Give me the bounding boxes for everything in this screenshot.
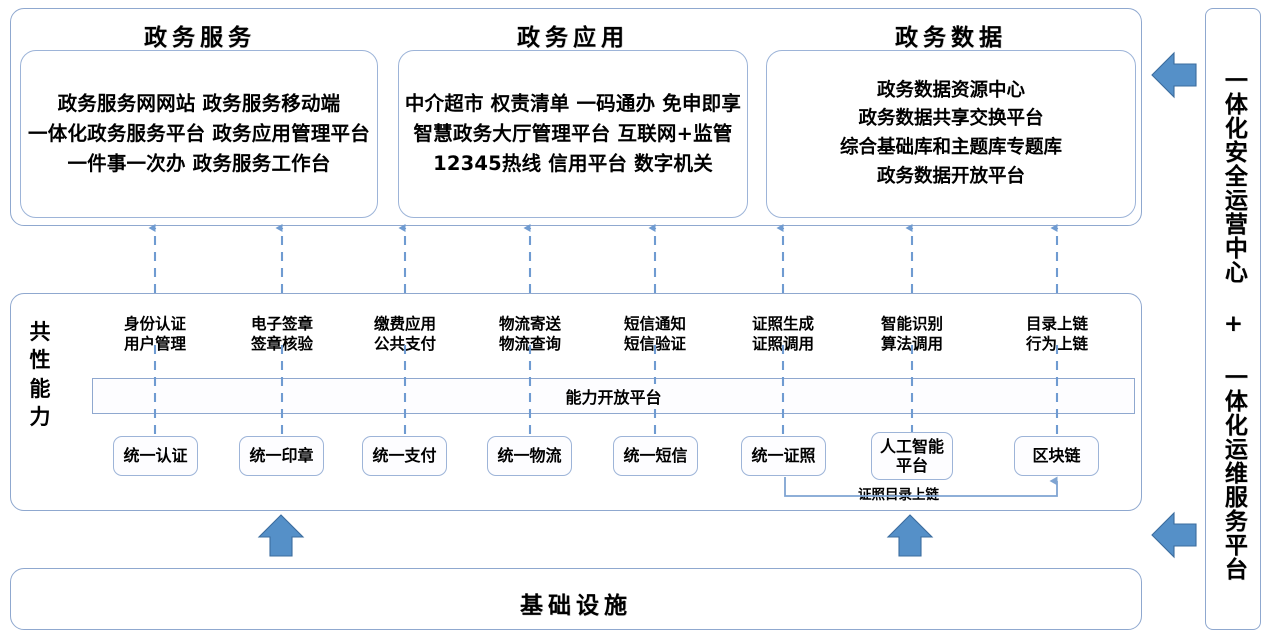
capability-caption-3-line1: 缴费应用: [373, 315, 436, 333]
group-title-service: 政务服务: [144, 25, 256, 51]
panel-application-line-2: 智慧政务大厅管理平台 互联网+监管: [413, 121, 733, 145]
capability-node-3[interactable]: 统一支付: [362, 436, 447, 476]
capability-caption-5: 短信通知 短信验证: [605, 315, 705, 355]
sidebar-container: [1205, 8, 1261, 630]
capability-layer-side-label: 共性能力: [29, 320, 51, 430]
panel-service-line-3: 一件事一次办 政务服务工作台: [67, 152, 331, 176]
capability-caption-8: 目录上链 行为上链: [1007, 315, 1107, 355]
panel-data-content: 政务数据资源中心 政务数据共享交换平台 综合基础库和主题库专题库 政务数据开放平…: [766, 50, 1136, 218]
panel-service-line-1: 政务服务网网站 政务服务移动端: [57, 91, 341, 115]
capability-caption-7: 智能识别 算法调用: [862, 315, 962, 355]
panel-data-line-1: 政务数据资源中心: [876, 79, 1025, 101]
panel-service-line-2: 一体化政务服务平台 政务应用管理平台: [28, 121, 370, 145]
capability-node-1[interactable]: 统一认证: [113, 436, 198, 476]
capability-caption-6-line1: 证照生成: [751, 315, 814, 333]
panel-application-line-3: 12345热线 信用平台 数字机关: [433, 152, 713, 176]
panel-data-line-4: 政务数据开放平台: [876, 165, 1025, 187]
capability-caption-2: 电子签章 签章核验: [232, 315, 332, 355]
capability-node-2[interactable]: 统一印章: [239, 436, 324, 476]
infrastructure-label: 基础设施: [520, 593, 632, 619]
capability-caption-8-line2: 行为上链: [1025, 334, 1088, 353]
capability-caption-5-line2: 短信验证: [623, 334, 686, 353]
capability-caption-1: 身份认证 用户管理: [105, 315, 205, 355]
sidebar-label: 一体化安全运营中心 + 一体化运维服务平台: [1220, 67, 1247, 581]
capability-node-8[interactable]: 区块链: [1014, 436, 1099, 476]
capability-caption-8-line1: 目录上链: [1025, 315, 1088, 333]
capability-caption-4-line2: 物流查询: [498, 334, 561, 353]
capability-node-6[interactable]: 统一证照: [741, 436, 826, 476]
sidebar-left-arrow-top: [1151, 51, 1197, 99]
capability-caption-4: 物流寄送 物流查询: [480, 315, 580, 355]
panel-data: [766, 50, 1136, 218]
panel-application: [398, 50, 748, 218]
panel-service-content: 政务服务网网站 政务服务移动端 一体化政务服务平台 政务应用管理平台 一件事一次…: [20, 50, 378, 218]
capability-caption-3-line2: 公共支付: [373, 334, 436, 353]
capability-caption-6: 证照生成 证照调用: [733, 315, 833, 355]
capability-node-7[interactable]: 人工智能 平台: [871, 432, 953, 480]
capability-caption-3: 缴费应用 公共支付: [355, 315, 455, 355]
capability-caption-1-line2: 用户管理: [123, 334, 186, 353]
chain-link-label: 证照目录上链: [855, 483, 942, 503]
capability-caption-2-line1: 电子签章: [250, 315, 313, 333]
group-title-data: 政务数据: [895, 25, 1007, 51]
capability-caption-2-line2: 签章核验: [250, 334, 313, 353]
capability-caption-1-line1: 身份认证: [123, 315, 186, 333]
panel-application-content: 中介超市 权责清单 一码通办 免申即享 智慧政务大厅管理平台 互联网+监管 12…: [398, 50, 748, 218]
panel-application-line-1: 中介超市 权责清单 一码通办 免申即享: [404, 91, 742, 115]
capability-caption-4-line1: 物流寄送: [498, 315, 561, 333]
capability-node-5[interactable]: 统一短信: [613, 436, 698, 476]
capability-node-4[interactable]: 统一物流: [487, 436, 572, 476]
infra-up-arrow-right: [886, 514, 934, 557]
capability-caption-7-line2: 算法调用: [880, 334, 943, 353]
panel-data-line-2: 政务数据共享交换平台: [858, 108, 1044, 130]
panel-service: [20, 50, 378, 218]
panel-data-line-3: 综合基础库和主题库专题库: [839, 137, 1062, 158]
open-capability-platform-label: 能力开放平台: [559, 384, 668, 408]
infrastructure-container: [10, 568, 1142, 630]
capability-caption-5-line1: 短信通知: [623, 315, 686, 333]
infra-up-arrow-left: [257, 514, 305, 557]
group-title-application: 政务应用: [517, 25, 629, 51]
open-capability-platform-bar: 能力开放平台: [92, 378, 1135, 414]
capability-caption-7-line1: 智能识别: [880, 315, 943, 333]
sidebar-left-arrow-bottom: [1151, 511, 1197, 559]
capability-caption-6-line2: 证照调用: [751, 334, 814, 353]
